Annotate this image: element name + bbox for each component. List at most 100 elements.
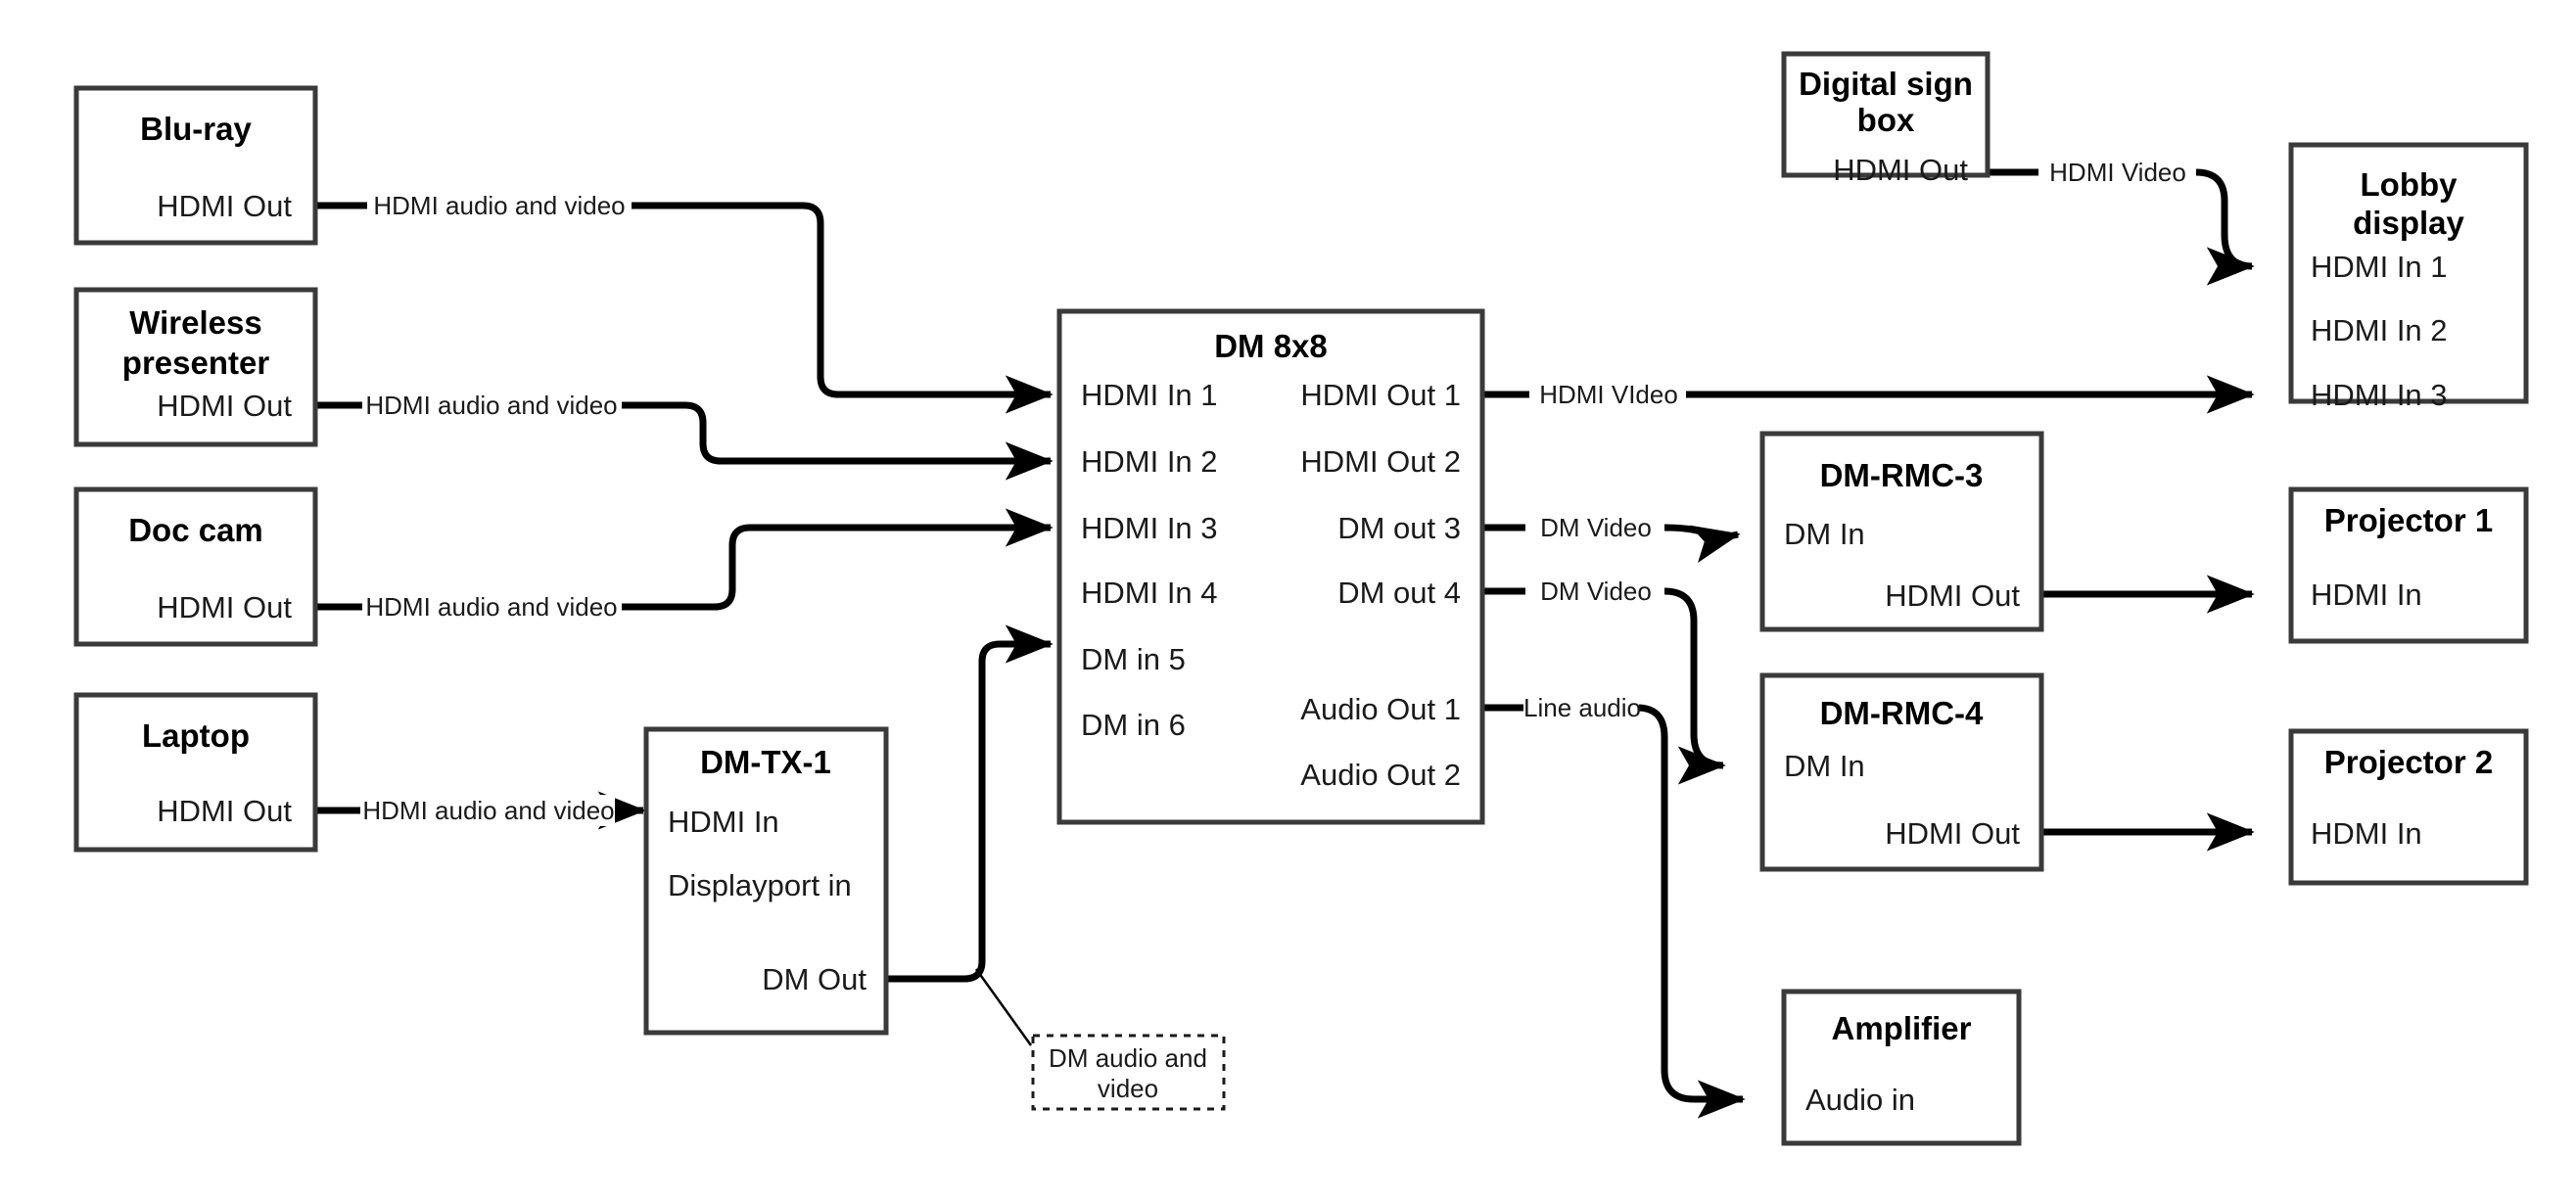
- port-lobby-display-hdmi-in-2[interactable]: HDMI In 2: [2311, 313, 2448, 347]
- port-laptop-hdmi-out[interactable]: HDMI Out: [157, 794, 292, 828]
- link-label-bluray-to-dm8x8: HDMI audio and video: [373, 191, 625, 220]
- device-digital-sign-box-box[interactable]: [1781, 51, 1991, 178]
- device-amplifier-title: Amplifier: [1831, 1010, 1971, 1046]
- port-dm-8x8-audio-out-1[interactable]: Audio Out 1: [1300, 692, 1461, 726]
- device-lobby-display-title-line2: display: [2353, 205, 2464, 241]
- device-wireless-presenter-title-line2: presenter: [122, 345, 270, 381]
- label-bg-out3-link: [1527, 512, 1664, 543]
- link-label-wireless-to-dm8x8: HDMI audio and video: [365, 391, 617, 420]
- device-digital-sign-box-title-line1: Digital sign: [1799, 66, 1973, 102]
- wire-dm8x8-audio1-to-amplifier: [1482, 704, 1746, 1119]
- port-dm-tx-1-hdmi-in[interactable]: HDMI In: [668, 805, 779, 839]
- port-dm-8x8-dm-in-6[interactable]: DM in 6: [1081, 708, 1186, 742]
- device-digital-sign-box[interactable]: Digital sign box HDMI Out: [1781, 51, 1991, 187]
- device-dm-rmc-4[interactable]: DM-RMC-4 DM In HDMI Out: [1759, 672, 2044, 872]
- port-dm-8x8-hdmi-in-3[interactable]: HDMI In 3: [1081, 511, 1218, 545]
- port-wireless-presenter-hdmi-out[interactable]: HDMI Out: [157, 389, 292, 423]
- port-doc-cam-hdmi-out[interactable]: HDMI Out: [157, 590, 292, 624]
- port-lobby-display-hdmi-in-3[interactable]: HDMI In 3: [2311, 378, 2448, 412]
- port-dm-rmc-4-dm-in[interactable]: DM In: [1784, 749, 1865, 783]
- device-amplifier[interactable]: Amplifier Audio in: [1781, 989, 2022, 1146]
- label-bg-wireless-link: [365, 390, 619, 421]
- label-bg-doccam-link: [365, 591, 619, 623]
- device-projector-2[interactable]: Projector 2 HDMI In: [2288, 728, 2529, 886]
- wire-dmtx1-to-dm8x8: [886, 624, 1054, 983]
- device-projector-2-box[interactable]: [2288, 728, 2529, 886]
- device-lobby-display[interactable]: Lobby display HDMI In 1 HDMI In 2 HDMI I…: [2288, 142, 2529, 412]
- wire-dm8x8-out4-to-rmc4: [1482, 587, 1726, 785]
- device-doc-cam-title: Doc cam: [128, 512, 263, 548]
- device-projector-1-title: Projector 1: [2324, 502, 2493, 538]
- link-label-dm8x8-audio1-to-amplifier: Line audio: [1523, 693, 1641, 722]
- device-wireless-presenter[interactable]: Wireless presenter HDMI Out: [73, 287, 318, 447]
- label-bg-out4-link: [1527, 576, 1664, 607]
- port-dm-rmc-3-hdmi-out[interactable]: HDMI Out: [1885, 578, 2020, 613]
- device-lobby-display-box[interactable]: [2288, 142, 2529, 404]
- wire-bluray-to-dm8x8: [315, 202, 1054, 414]
- label-bg-out1-link: [1531, 379, 1686, 410]
- label-bg-sign-link: [2040, 157, 2195, 188]
- port-dm-8x8-dm-out-3[interactable]: DM out 3: [1337, 511, 1461, 545]
- wire-signbox-to-lobby: [1988, 168, 2255, 286]
- device-bluray-title: Blu-ray: [140, 111, 252, 147]
- port-dm-tx-1-displayport-in[interactable]: Displayport in: [668, 868, 852, 902]
- device-laptop-title: Laptop: [142, 717, 250, 754]
- port-lobby-display-hdmi-in-1[interactable]: HDMI In 1: [2311, 250, 2448, 284]
- port-dm-rmc-3-dm-in[interactable]: DM In: [1784, 517, 1865, 551]
- port-dm-8x8-hdmi-in-4[interactable]: HDMI In 4: [1081, 576, 1218, 610]
- device-laptop[interactable]: Laptop HDMI Out: [73, 692, 318, 853]
- link-label-laptop-to-dmtx1: HDMI audio and video: [362, 796, 614, 825]
- device-bluray[interactable]: Blu-ray HDMI Out: [73, 85, 318, 246]
- leader-dm-audio-video-note: [974, 968, 1033, 1046]
- port-dm-8x8-dm-in-5[interactable]: DM in 5: [1081, 642, 1186, 676]
- device-projector-1[interactable]: Projector 1 HDMI In: [2288, 486, 2529, 644]
- wire-doccam-to-dm8x8: [315, 508, 1054, 611]
- label-bg-laptop-link: [363, 795, 615, 826]
- port-projector-1-hdmi-in[interactable]: HDMI In: [2311, 577, 2422, 612]
- device-dm-tx-1-title: DM-TX-1: [700, 744, 831, 780]
- port-dm-8x8-hdmi-out-2[interactable]: HDMI Out 2: [1300, 444, 1461, 479]
- device-dm-rmc-3-title: DM-RMC-3: [1820, 457, 1984, 493]
- device-digital-sign-box-title-line2: box: [1857, 102, 1915, 138]
- device-dm-rmc-4-box[interactable]: [1759, 672, 2044, 872]
- device-wireless-presenter-title-line1: Wireless: [129, 304, 261, 341]
- device-laptop-box[interactable]: [73, 692, 318, 853]
- label-bg-audio-link: [1525, 692, 1639, 723]
- port-dm-8x8-hdmi-out-1[interactable]: HDMI Out 1: [1300, 378, 1461, 412]
- port-amplifier-audio-in[interactable]: Audio in: [1805, 1083, 1915, 1117]
- device-doc-cam[interactable]: Doc cam HDMI Out: [73, 486, 318, 647]
- device-dm-8x8[interactable]: DM 8x8 HDMI In 1 HDMI In 2 HDMI In 3 HDM…: [1056, 308, 1485, 825]
- port-dm-8x8-audio-out-2[interactable]: Audio Out 2: [1300, 758, 1461, 792]
- device-projector-2-title: Projector 2: [2324, 744, 2493, 780]
- link-label-dm8x8-out4-to-rmc4: DM Video: [1540, 577, 1652, 606]
- link-label-dm8x8-out1-to-lobby: HDMI VIdeo: [1539, 380, 1678, 409]
- device-wireless-presenter-box[interactable]: [73, 287, 318, 447]
- device-amplifier-box[interactable]: [1781, 989, 2022, 1146]
- device-bluray-box[interactable]: [73, 85, 318, 246]
- wire-wireless-to-dm8x8: [315, 401, 1054, 481]
- link-label-signbox-to-lobby: HDMI Video: [2049, 158, 2186, 187]
- device-dm-8x8-title: DM 8x8: [1214, 328, 1328, 364]
- device-dm-tx-1[interactable]: DM-TX-1 HDMI In Displayport in DM Out: [643, 726, 889, 1036]
- device-dm-rmc-3[interactable]: DM-RMC-3 DM In HDMI Out: [1759, 431, 2044, 632]
- port-dm-8x8-hdmi-in-2[interactable]: HDMI In 2: [1081, 444, 1218, 479]
- annotation-dm-audio-and-video-line1: DM audio and: [1049, 1043, 1207, 1073]
- port-dm-8x8-dm-out-4[interactable]: DM out 4: [1337, 576, 1461, 610]
- device-dm-tx-1-box[interactable]: [643, 726, 889, 1036]
- device-dm-8x8-box[interactable]: [1056, 308, 1485, 825]
- device-doc-cam-box[interactable]: [73, 486, 318, 647]
- port-projector-2-hdmi-in[interactable]: HDMI In: [2311, 816, 2422, 851]
- annotation-dm-audio-and-video-box: [1031, 1034, 1226, 1111]
- device-dm-rmc-3-box[interactable]: [1759, 431, 2044, 632]
- device-dm-rmc-4-title: DM-RMC-4: [1820, 695, 1984, 731]
- port-bluray-hdmi-out[interactable]: HDMI Out: [157, 189, 292, 223]
- port-digital-sign-box-hdmi-out[interactable]: HDMI Out: [1833, 153, 1968, 187]
- annotation-dm-audio-and-video: DM audio and video: [1031, 1034, 1226, 1111]
- link-label-doccam-to-dm8x8: HDMI audio and video: [365, 592, 617, 622]
- device-projector-1-box[interactable]: [2288, 486, 2529, 644]
- port-dm-8x8-hdmi-in-1[interactable]: HDMI In 1: [1081, 378, 1218, 412]
- port-dm-rmc-4-hdmi-out[interactable]: HDMI Out: [1885, 816, 2020, 851]
- wire-dm8x8-out3-to-rmc3: [1482, 524, 1741, 563]
- port-dm-tx-1-dm-out[interactable]: DM Out: [762, 962, 866, 996]
